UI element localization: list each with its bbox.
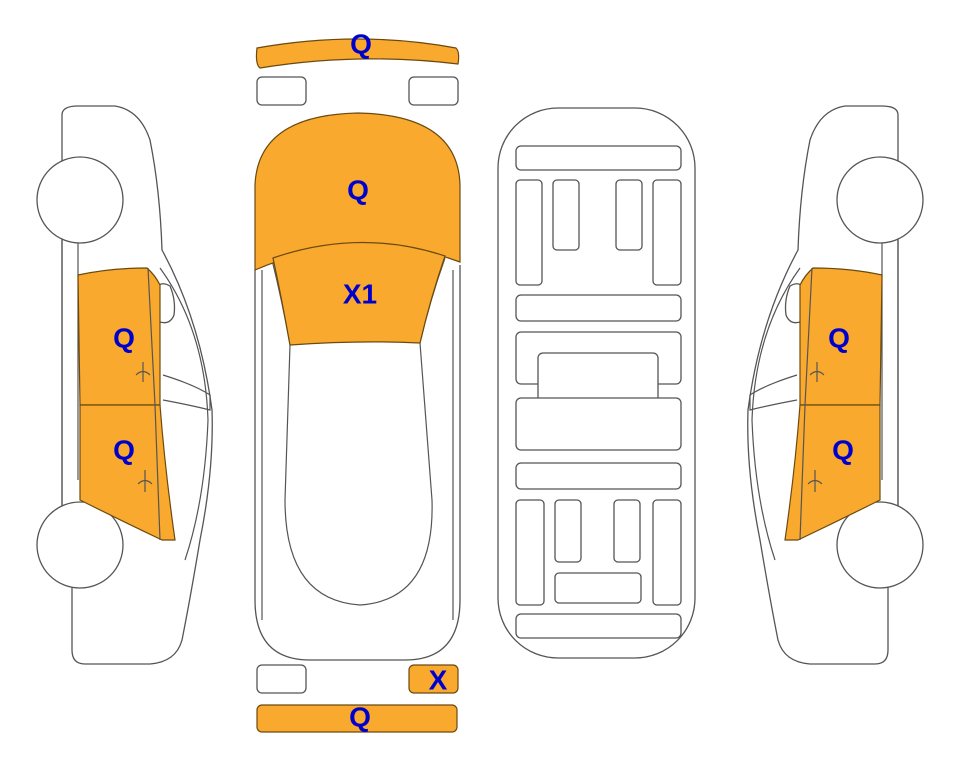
front-bumper-damage[interactable]	[255, 38, 460, 69]
left-front-wheel	[36, 156, 124, 244]
top-view	[254, 38, 461, 733]
left-door-seam	[147, 267, 161, 541]
rear-right-light-damage[interactable]	[408, 664, 459, 694]
rear-right-light-label: X	[429, 664, 448, 695]
underside-panel	[515, 294, 682, 322]
underside-panel	[515, 397, 682, 451]
windshield-damage[interactable]	[272, 241, 446, 346]
underside-panel	[552, 179, 580, 251]
door-handle-icon	[135, 362, 153, 492]
rear-left-light[interactable]	[256, 664, 307, 694]
front-bumper-label: Q	[350, 28, 372, 59]
left-rear-wheel	[36, 501, 124, 589]
underside-panel	[515, 145, 682, 171]
underside-panel	[554, 572, 642, 604]
left-mirror	[162, 374, 211, 411]
underside-panel	[515, 462, 682, 490]
underside-panel	[652, 179, 682, 286]
top-body-outline	[254, 265, 461, 661]
front-left-light[interactable]	[256, 76, 307, 106]
underside-panel	[515, 179, 543, 286]
rear-bumper-damage[interactable]	[256, 704, 458, 733]
left-window-line	[159, 267, 209, 561]
left-rear-door-damage[interactable]	[79, 404, 176, 541]
underside-panel	[613, 499, 641, 563]
underside-panel	[515, 499, 545, 606]
underside-panel	[554, 499, 582, 563]
rear-bumper-label: Q	[349, 701, 371, 732]
right-side-view	[747, 105, 924, 665]
right-rear-door-label: Q	[832, 434, 854, 465]
top-side-lines	[261, 270, 454, 620]
underside-panel	[615, 179, 643, 251]
left-front-door-damage[interactable]	[77, 267, 161, 406]
underside-panel	[652, 499, 682, 606]
windshield-label: X1	[343, 278, 377, 309]
hood-label: Q	[347, 174, 369, 205]
left-side-view	[36, 105, 213, 665]
right-front-door-label: Q	[828, 322, 850, 353]
left-front-door-label: Q	[113, 322, 135, 353]
front-right-light[interactable]	[408, 76, 459, 106]
underside-view	[497, 107, 696, 659]
underside-panel	[515, 613, 682, 639]
left-rear-door-label: Q	[113, 434, 135, 465]
